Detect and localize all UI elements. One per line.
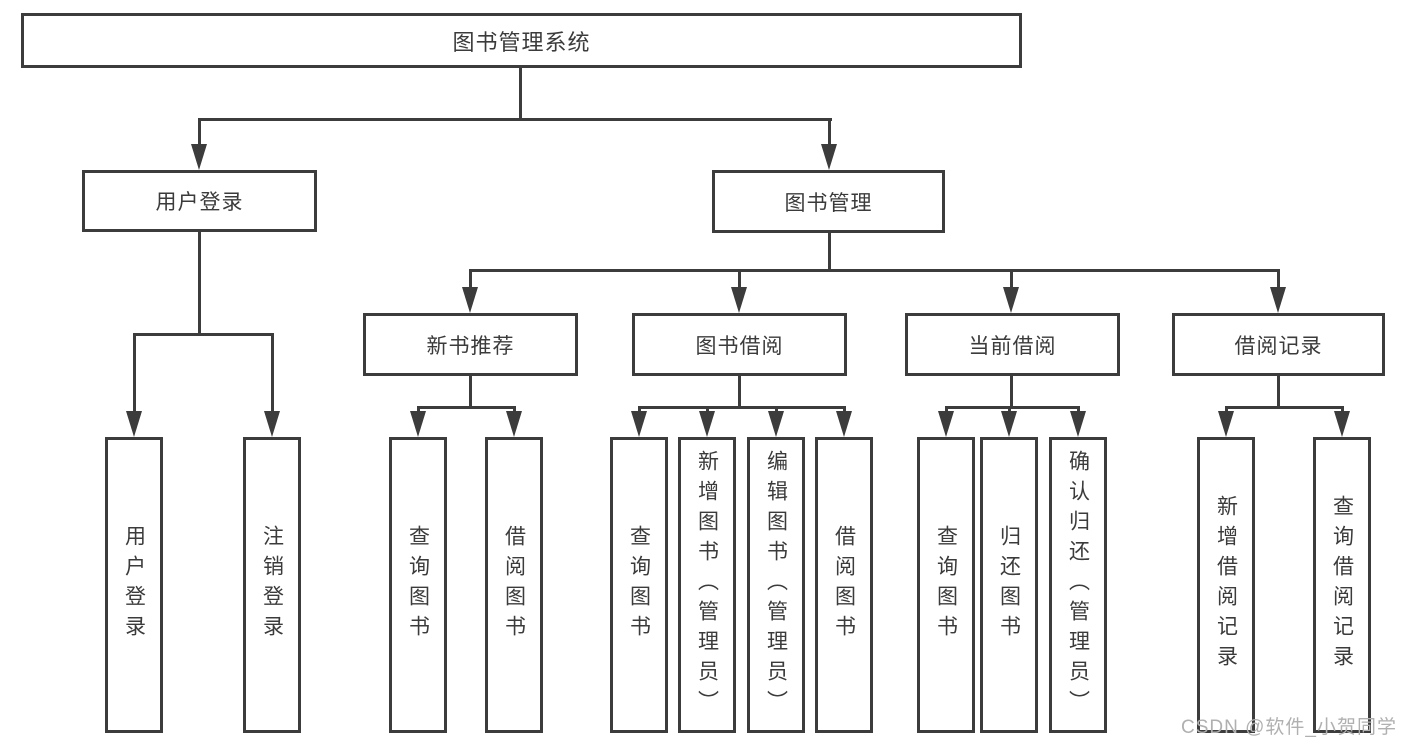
node-user-login: 用户登录 xyxy=(82,170,317,232)
node-library-management-system: 图书管理系统 xyxy=(21,13,1022,68)
arrow-down-icon xyxy=(462,287,478,313)
node-book-management: 图书管理 xyxy=(712,170,945,233)
leaf-label: 注销登录 xyxy=(260,525,284,645)
leaf-query-books-borrowing: 查询图书 xyxy=(610,437,668,733)
connector-line xyxy=(738,269,741,291)
leaf-label: 新增借阅记录 xyxy=(1214,495,1238,675)
connector-line xyxy=(1277,376,1280,409)
connector-line xyxy=(945,406,1080,409)
leaf-query-books-newbook: 查询图书 xyxy=(389,437,447,733)
arrow-down-icon xyxy=(768,411,784,437)
leaf-label: 确认归还（管理员） xyxy=(1066,450,1090,720)
connector-line xyxy=(198,118,832,121)
arrow-down-icon xyxy=(699,411,715,437)
node-label: 当前借阅 xyxy=(968,334,1057,358)
leaf-label: 借阅图书 xyxy=(832,525,856,645)
connector-line xyxy=(198,118,201,148)
node-label: 新书推荐 xyxy=(426,334,515,358)
arrow-down-icon xyxy=(938,411,954,437)
leaf-logout-login: 注销登录 xyxy=(243,437,301,733)
arrow-down-icon xyxy=(631,411,647,437)
node-borrowing-records: 借阅记录 xyxy=(1172,313,1385,376)
connector-line xyxy=(1225,406,1344,409)
arrow-down-icon xyxy=(1070,411,1086,437)
leaf-user-login: 用户登录 xyxy=(105,437,163,733)
connector-line xyxy=(198,232,201,336)
leaf-add-books-admin: 新增图书（管理员） xyxy=(678,437,736,733)
arrow-down-icon xyxy=(410,411,426,437)
connector-line xyxy=(469,376,472,409)
connector-line xyxy=(417,406,516,409)
connector-line xyxy=(519,68,522,121)
leaf-label: 借阅图书 xyxy=(502,525,526,645)
connector-line xyxy=(828,118,831,148)
arrow-down-icon xyxy=(1001,411,1017,437)
arrow-down-icon xyxy=(191,144,207,170)
connector-line xyxy=(1010,376,1013,409)
leaf-return-books: 归还图书 xyxy=(980,437,1038,733)
arrow-down-icon xyxy=(264,411,280,437)
connector-line xyxy=(271,333,274,413)
node-label: 借阅记录 xyxy=(1234,334,1323,358)
connector-line xyxy=(133,333,136,413)
node-label: 图书借阅 xyxy=(695,334,784,358)
arrow-down-icon xyxy=(506,411,522,437)
node-book-borrowing: 图书借阅 xyxy=(632,313,847,376)
node-label: 用户登录 xyxy=(155,191,244,214)
connector-line xyxy=(469,269,1280,272)
arrow-down-icon xyxy=(126,411,142,437)
leaf-label: 新增图书（管理员） xyxy=(695,450,719,720)
node-current-borrowing: 当前借阅 xyxy=(905,313,1120,376)
arrow-down-icon xyxy=(836,411,852,437)
connector-line xyxy=(1010,269,1013,291)
connector-line xyxy=(133,333,274,336)
connector-line xyxy=(638,406,846,409)
leaf-edit-books-admin: 编辑图书（管理员） xyxy=(747,437,805,733)
connector-line xyxy=(1277,269,1280,291)
connector-line xyxy=(828,233,831,272)
arrow-down-icon xyxy=(1003,287,1019,313)
connector-line xyxy=(738,376,741,409)
leaf-borrow-books-borrowing: 借阅图书 xyxy=(815,437,873,733)
leaf-label: 查询借阅记录 xyxy=(1330,495,1354,675)
leaf-query-borrow-record: 查询借阅记录 xyxy=(1313,437,1371,733)
arrow-down-icon xyxy=(1270,287,1286,313)
leaf-label: 用户登录 xyxy=(122,525,146,645)
arrow-down-icon xyxy=(821,144,837,170)
leaf-borrow-books-newbook: 借阅图书 xyxy=(485,437,543,733)
node-new-book-recommend: 新书推荐 xyxy=(363,313,578,376)
leaf-label: 编辑图书（管理员） xyxy=(764,450,788,720)
leaf-label: 查询图书 xyxy=(406,525,430,645)
csdn-watermark: CSDN @软件_小贺同学 xyxy=(1181,717,1397,738)
arrow-down-icon xyxy=(1218,411,1234,437)
leaf-label: 归还图书 xyxy=(997,525,1021,645)
leaf-confirm-return-admin: 确认归还（管理员） xyxy=(1049,437,1107,733)
leaf-label: 查询图书 xyxy=(627,525,651,645)
leaf-label: 查询图书 xyxy=(934,525,958,645)
arrow-down-icon xyxy=(1334,411,1350,437)
leaf-query-books-current: 查询图书 xyxy=(917,437,975,733)
node-label: 图书管理系统 xyxy=(452,29,591,55)
node-label: 图书管理 xyxy=(784,191,873,215)
connector-line xyxy=(469,269,472,291)
arrow-down-icon xyxy=(731,287,747,313)
leaf-add-borrow-record: 新增借阅记录 xyxy=(1197,437,1255,733)
